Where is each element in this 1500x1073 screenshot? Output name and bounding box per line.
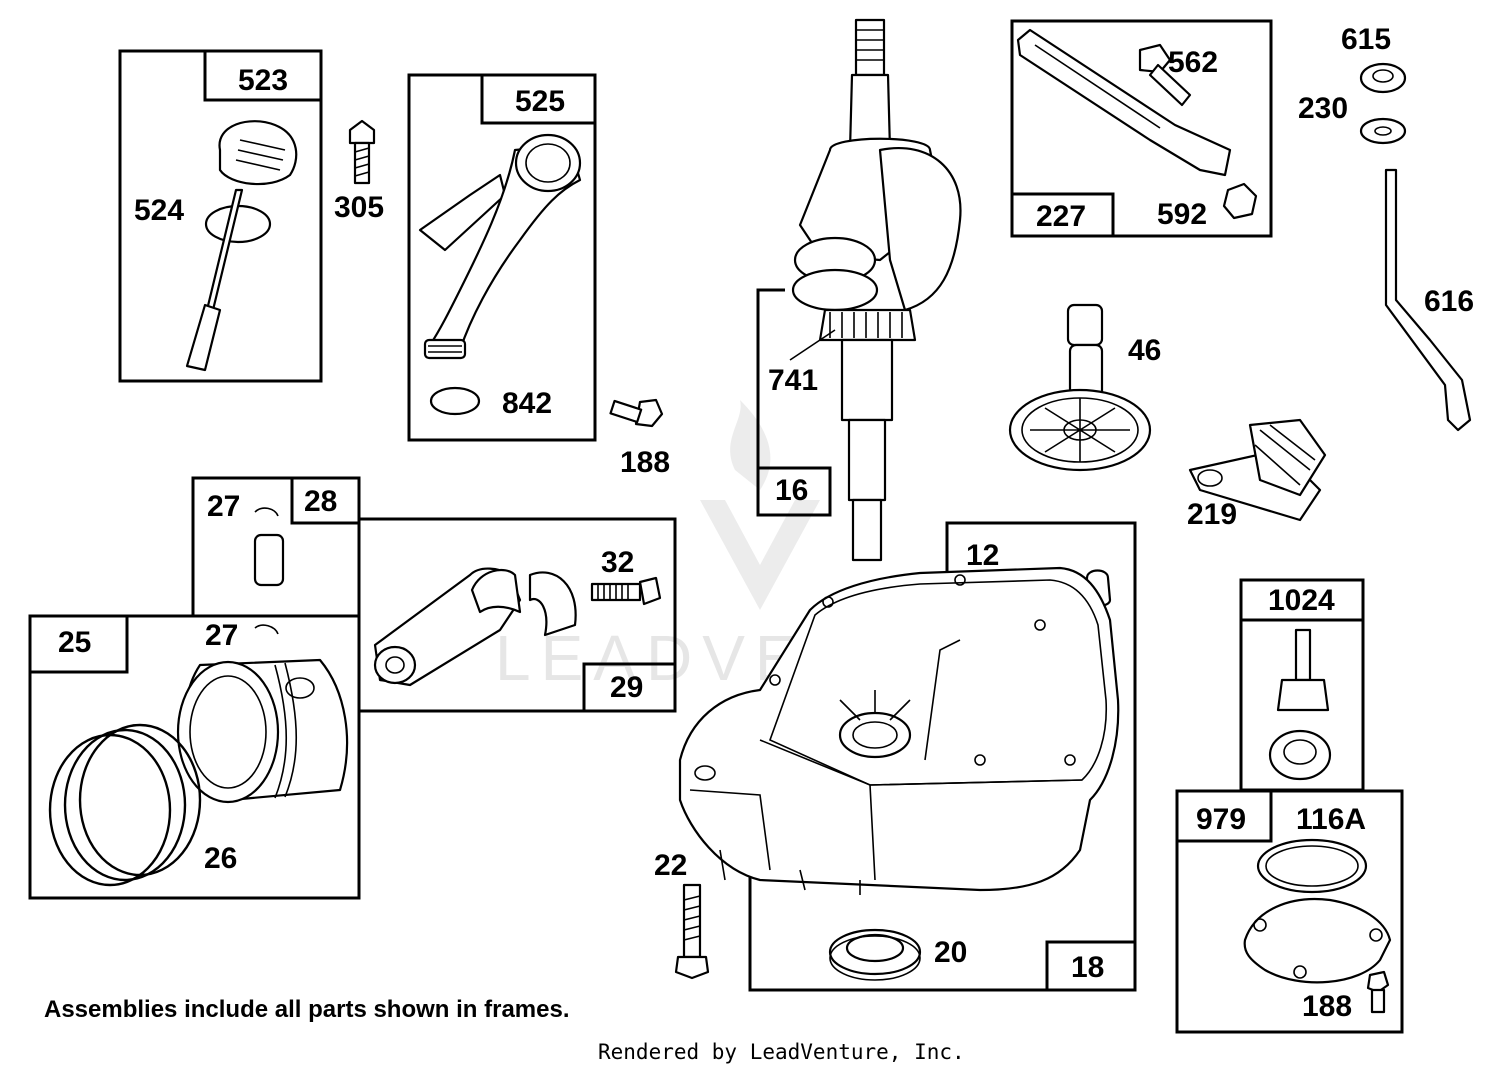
- label-29: 29: [610, 671, 643, 704]
- label-1024: 1024: [1268, 584, 1335, 617]
- label-22: 22: [654, 849, 687, 882]
- frame-18: 18 12 15 20: [678, 521, 1137, 992]
- governor-part: [1188, 418, 1327, 522]
- bolt-305: 305: [334, 119, 384, 224]
- label-616: 616: [1424, 285, 1474, 318]
- oil-seal-20: [828, 928, 922, 981]
- label-27-top: 27: [207, 490, 240, 523]
- dipstick-part: [185, 120, 298, 372]
- label-16: 16: [775, 474, 808, 507]
- label-12: 12: [966, 539, 999, 572]
- frame-16: 16: [756, 288, 832, 517]
- connecting-rod-part: [373, 567, 662, 687]
- oil-pump-part: [1268, 628, 1332, 781]
- frame-25: 25 27 26: [28, 614, 361, 900]
- label-741: 741: [768, 364, 818, 397]
- frame-979: 979 116A 188: [1175, 789, 1404, 1034]
- crankcase-part: [678, 566, 1120, 895]
- frame-29: 29 32: [357, 517, 677, 713]
- label-305: 305: [334, 191, 384, 224]
- label-842: 842: [502, 387, 552, 420]
- label-592: 592: [1157, 198, 1207, 231]
- credit-text: Rendered by LeadVenture, Inc.: [598, 1040, 965, 1064]
- label-525: 525: [515, 85, 565, 118]
- label-18: 18: [1071, 951, 1104, 984]
- piston-rings-part: [48, 723, 202, 887]
- pump-cover-part: [1243, 838, 1392, 1014]
- label-230: 230: [1298, 92, 1348, 125]
- oil-fill-tube-part: [418, 133, 582, 416]
- label-116A: 116A: [1296, 803, 1366, 836]
- label-28: 28: [304, 485, 337, 518]
- label-20: 20: [934, 936, 967, 969]
- label-227: 227: [1036, 200, 1086, 233]
- label-27-bottom: 27: [205, 619, 238, 652]
- governor-link-part: [1016, 28, 1258, 220]
- frame-28: 28 27: [191, 476, 361, 618]
- assemblies-note: Assemblies include all parts shown in fr…: [44, 996, 570, 1023]
- frame-525: 525 842: [407, 73, 597, 442]
- camshaft-part: [1008, 303, 1152, 472]
- frame-1024: 1024: [1239, 578, 1365, 792]
- crankshaft-part: [789, 18, 962, 562]
- label-562: 562: [1168, 46, 1218, 79]
- bolt-22: 22: [654, 849, 710, 980]
- label-26: 26: [204, 842, 237, 875]
- label-524: 524: [134, 194, 184, 227]
- frame-227: 227 562 592: [1010, 19, 1273, 238]
- label-32: 32: [601, 546, 634, 579]
- governor-shaft-parts: [1359, 62, 1472, 432]
- bolt-188-middle: 188: [609, 398, 670, 479]
- label-188-middle: 188: [620, 446, 670, 479]
- frame-523: 523 524: [118, 49, 323, 383]
- label-615: 615: [1341, 23, 1391, 56]
- piston-part: [176, 658, 349, 804]
- label-523: 523: [238, 64, 288, 97]
- label-219: 219: [1187, 498, 1237, 531]
- label-46: 46: [1128, 334, 1161, 367]
- label-979: 979: [1196, 803, 1246, 836]
- label-25: 25: [58, 626, 91, 659]
- label-188-bottom: 188: [1302, 990, 1352, 1023]
